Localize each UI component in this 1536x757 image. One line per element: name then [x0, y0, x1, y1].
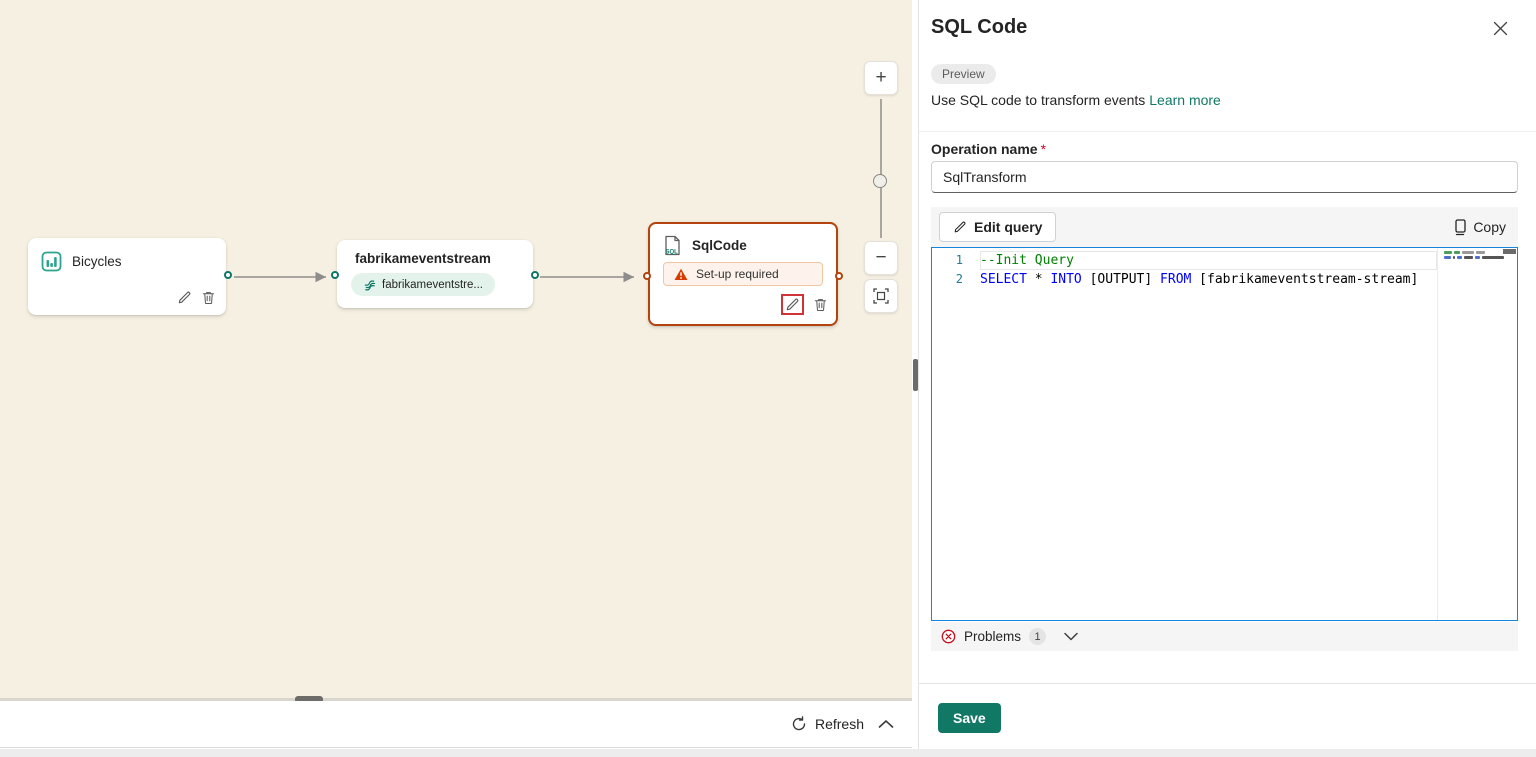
zoom-slider-track[interactable]	[880, 99, 882, 238]
problems-count-badge: 1	[1029, 628, 1047, 645]
canvas-bottom-bar: Refresh	[0, 701, 912, 748]
vertical-scrollbar-thumb[interactable]	[913, 359, 918, 391]
operation-name-input[interactable]	[931, 161, 1518, 193]
input-port[interactable]	[643, 272, 651, 280]
warning-label: Set-up required	[696, 267, 779, 281]
delete-node-icon[interactable]	[813, 297, 828, 312]
delete-node-icon[interactable]	[201, 290, 216, 305]
refresh-icon	[791, 716, 807, 732]
zoom-out-button[interactable]: −	[864, 241, 898, 275]
edit-node-highlight-box	[781, 294, 804, 315]
minimap-slider[interactable]	[1503, 249, 1516, 254]
footer-divider	[919, 683, 1536, 684]
zoom-slider-handle[interactable]	[873, 174, 887, 188]
close-panel-button[interactable]	[1490, 18, 1510, 38]
node-title: SqlCode	[692, 238, 747, 253]
node-title: fabrikameventstream	[355, 251, 491, 266]
input-port[interactable]	[331, 271, 339, 279]
preview-badge: Preview	[931, 64, 996, 84]
required-asterisk: *	[1040, 141, 1047, 157]
copy-icon	[1452, 218, 1467, 236]
node-bicycles[interactable]: Bicycles	[28, 238, 232, 315]
error-icon	[941, 629, 956, 644]
horizontal-scrollbar-track[interactable]	[0, 698, 912, 701]
svg-text:SQL: SQL	[666, 250, 679, 256]
copy-label: Copy	[1473, 219, 1506, 235]
stream-badge-label: fabrikameventstre...	[382, 278, 483, 291]
problems-label: Problems	[964, 629, 1022, 644]
edge-connections	[234, 271, 634, 283]
eventstream-icon	[363, 278, 376, 291]
sample-data-icon	[41, 251, 62, 272]
close-icon	[1493, 21, 1508, 36]
fit-to-screen-button[interactable]	[864, 279, 898, 313]
edit-pencil-icon	[953, 220, 967, 234]
stream-badge: fabrikameventstre...	[351, 273, 495, 296]
minimap[interactable]	[1437, 248, 1517, 620]
warning-icon	[674, 268, 688, 281]
output-port[interactable]	[531, 271, 539, 279]
panel-title: SQL Code	[931, 16, 1028, 38]
chevron-down-icon[interactable]	[1064, 632, 1078, 641]
edit-query-label: Edit query	[974, 219, 1043, 235]
output-port[interactable]	[835, 272, 843, 280]
node-sqlcode[interactable]: SQL SqlCode Set-up required	[643, 222, 843, 326]
editor-toolbar: Edit query Copy	[931, 207, 1518, 247]
sql-document-icon: SQL	[663, 235, 682, 256]
save-button[interactable]: Save	[938, 703, 1001, 733]
problems-bar[interactable]: Problems 1	[931, 622, 1518, 651]
output-port[interactable]	[224, 271, 232, 279]
description-text: Use SQL code to transform events	[931, 92, 1146, 108]
header-divider	[919, 131, 1536, 132]
edit-query-button[interactable]: Edit query	[939, 212, 1057, 242]
page-bottom-strip	[0, 749, 1536, 757]
zoom-in-button[interactable]: +	[864, 61, 898, 95]
setup-required-warning: Set-up required	[663, 262, 823, 286]
refresh-button[interactable]: Refresh	[791, 716, 864, 732]
horizontal-scrollbar-thumb[interactable]	[295, 696, 323, 703]
refresh-label: Refresh	[814, 716, 864, 732]
edit-node-icon[interactable]	[177, 290, 192, 305]
node-title: Bicycles	[72, 254, 122, 269]
node-eventstream[interactable]: fabrikameventstream fabrikameventstre...	[331, 240, 539, 308]
fit-to-screen-icon	[873, 288, 889, 304]
learn-more-link[interactable]: Learn more	[1149, 92, 1221, 108]
operation-name-label: Operation name*	[931, 141, 1047, 157]
eventstream-canvas[interactable]: Bicycles fabrikameventstream	[0, 0, 912, 703]
copy-button[interactable]: Copy	[1452, 218, 1506, 236]
sql-code-panel: SQL Code Preview Use SQL code to transfo…	[918, 0, 1536, 749]
edit-node-icon[interactable]	[785, 297, 800, 312]
collapse-panel-chevron-up-icon[interactable]	[878, 719, 894, 729]
